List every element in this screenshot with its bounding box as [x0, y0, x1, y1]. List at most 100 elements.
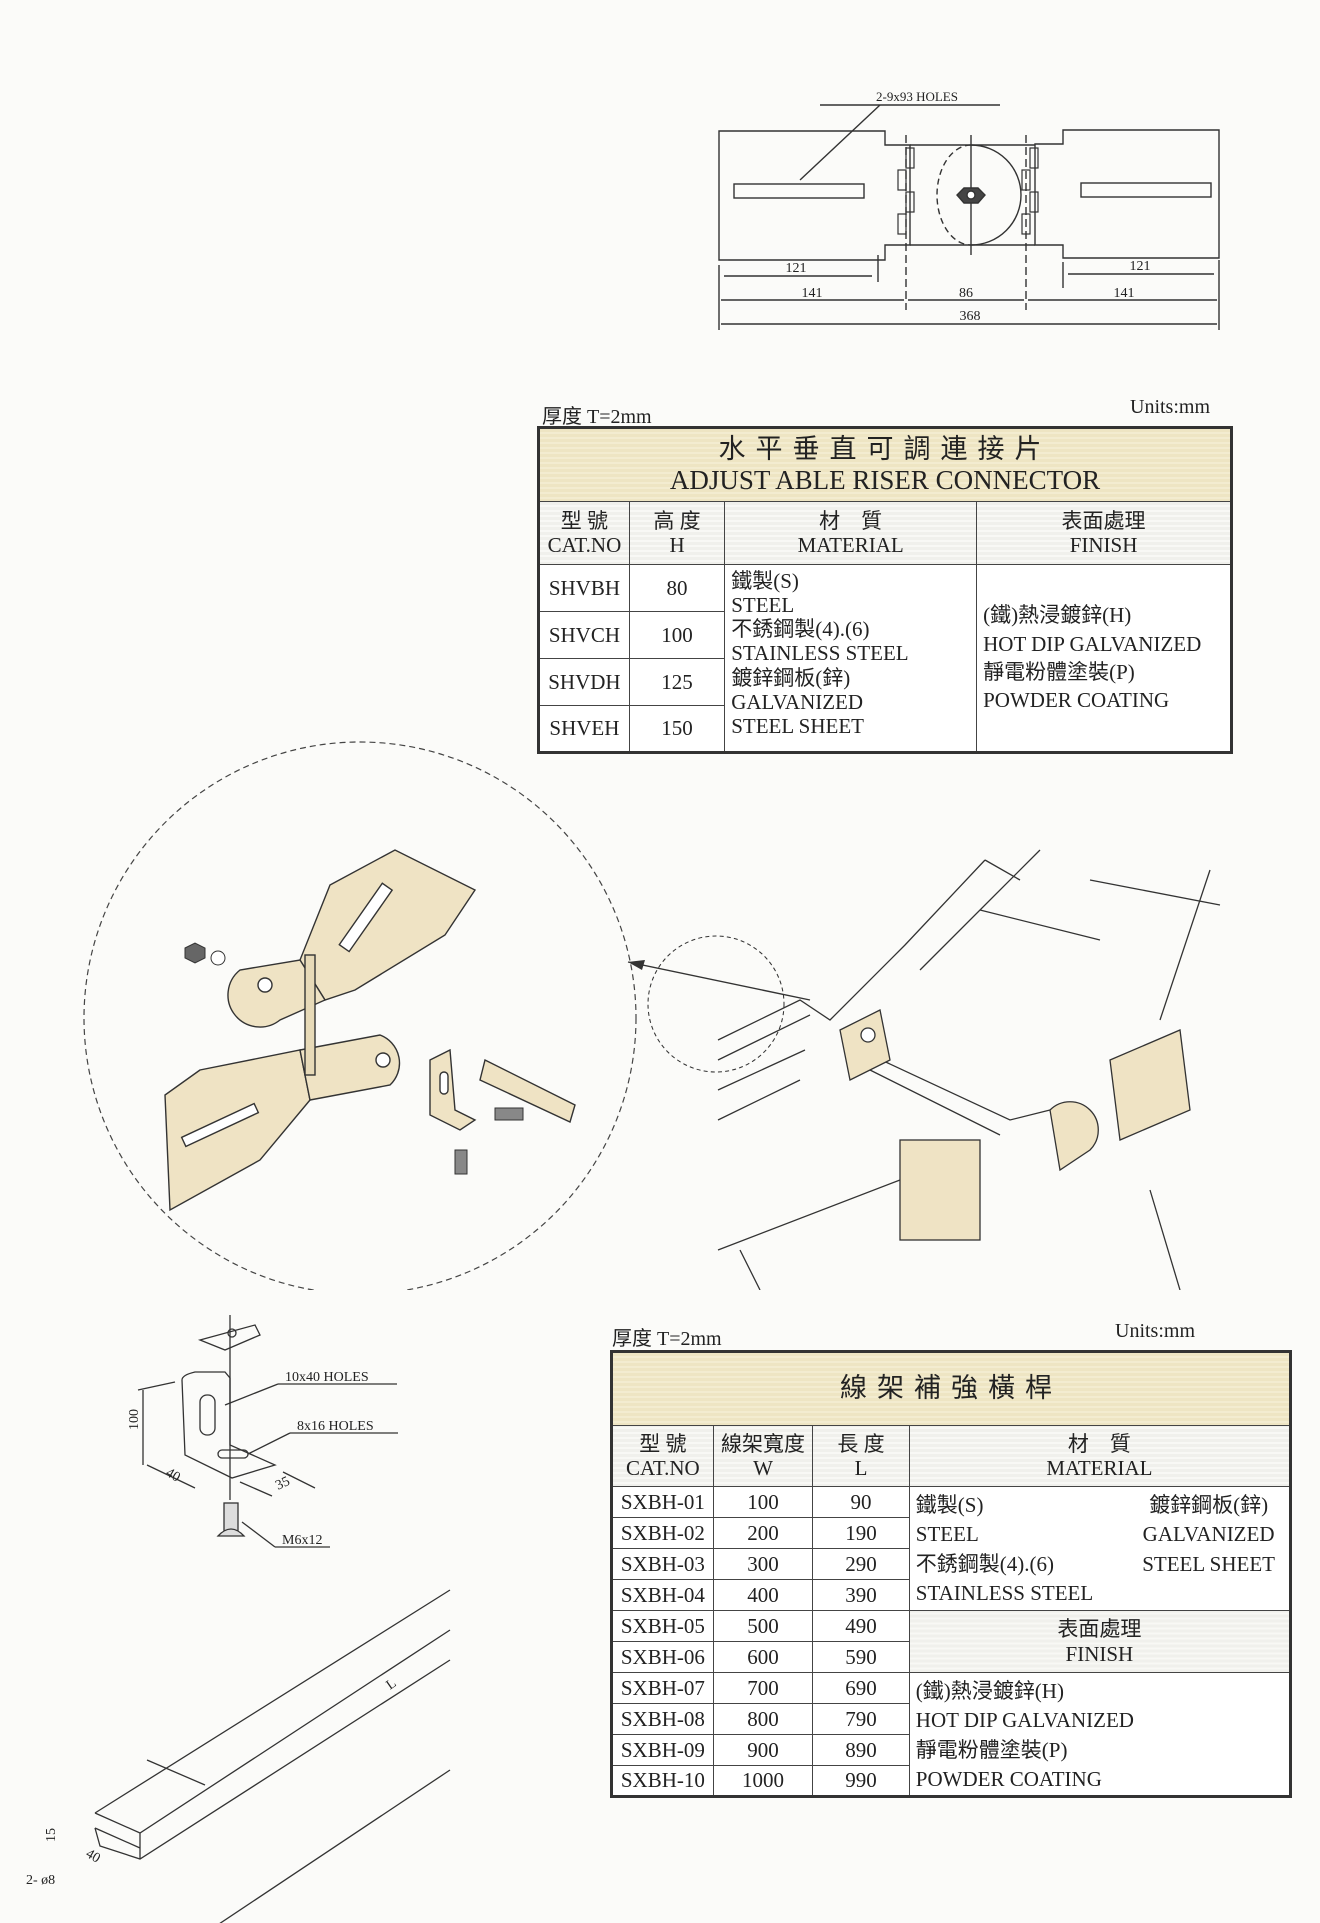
hole-label: 8x16 HOLES	[297, 1419, 374, 1434]
material-line: STEEL SHEET	[1142, 1551, 1275, 1576]
header-cn: 材 質	[819, 508, 883, 533]
table-title: 水平垂直可調連接片 ADJUST ABLE RISER CONNECTOR	[538, 427, 1232, 502]
dim-center: 86	[959, 286, 973, 301]
hinged-connector-part	[164, 849, 576, 1212]
material-line: 鐵製(S)	[731, 569, 799, 593]
header-en: MATERIAL	[1046, 1456, 1153, 1480]
length-value: 90	[812, 1486, 910, 1518]
cable-tray-assembly	[647, 849, 1221, 1290]
units-label-2: Units:mm	[1115, 1320, 1196, 1342]
length-value: 390	[812, 1579, 910, 1611]
width-value: 200	[712, 1517, 814, 1549]
dim-left-outer: 141	[802, 286, 823, 301]
header-cn: 表面處理	[1061, 508, 1146, 533]
length-value: 890	[812, 1734, 910, 1766]
material-cell: 鐵製(S) STEEL 不銹鋼製(4).(6) STAINLESS STEEL …	[724, 564, 978, 753]
height-value: 100	[628, 611, 726, 659]
dim-total: 368	[960, 309, 981, 324]
width-value: 100	[712, 1486, 814, 1518]
dim-width: 35	[273, 1474, 292, 1494]
length-value: 790	[812, 1703, 910, 1735]
cat-no: SXBH-05	[611, 1610, 714, 1642]
header-en: W	[753, 1456, 773, 1480]
width-value: 400	[712, 1579, 814, 1611]
table-row: SHVBH 80 鐵製(S) STEEL 不銹鋼製(4).(6) STAINLE…	[538, 564, 1232, 753]
length-value: 590	[812, 1641, 910, 1673]
finish-line: (鐵)熱浸鍍鋅(H)	[983, 603, 1132, 628]
finish-line: POWDER COATING	[915, 1767, 1102, 1792]
channel-dim-width: 40	[83, 1846, 103, 1866]
hole-label: 2-9x93 HOLES	[876, 89, 958, 104]
material-line: GALVANIZED	[731, 689, 864, 714]
width-value: 900	[712, 1734, 814, 1766]
cat-no: SXBH-01	[611, 1486, 714, 1518]
header-en: FINISH	[1069, 533, 1138, 557]
length-value: 290	[812, 1548, 910, 1580]
finish-line: 靜電粉體塗裝(P)	[983, 660, 1135, 684]
finish-line: POWDER COATING	[983, 688, 1170, 713]
header-cn: 材 質	[1067, 1431, 1131, 1456]
material-line: 鐵製(S)	[915, 1493, 984, 1517]
material-cell: 鍍鋅鋼板(鋅) GALVANIZED STEEL SHEET 鐵製(S) STE…	[908, 1486, 1292, 1611]
width-value: 500	[712, 1610, 814, 1642]
channel-dim-height: 15	[44, 1828, 59, 1842]
header-en: CAT.NO	[547, 533, 622, 557]
holes-label: 2- ø8	[26, 1873, 55, 1888]
cat-no: SXBH-08	[611, 1703, 714, 1735]
channel-dim-length: L	[384, 1676, 400, 1693]
header-en: H	[669, 533, 685, 557]
material-line: 不銹鋼製(4).(6)	[915, 1551, 1055, 1576]
dim-right-inner: 121	[1130, 259, 1151, 274]
finish-cell: (鐵)熱浸鍍鋅(H) HOT DIP GALVANIZED 靜電粉體塗裝(P) …	[908, 1672, 1292, 1797]
thickness-label: 厚度 T=2mm	[542, 406, 652, 428]
material-line: 鍍鋅鋼板(鋅)	[731, 665, 851, 690]
finish-cell: (鐵)熱浸鍍鋅(H) HOT DIP GALVANIZED 靜電粉體塗裝(P) …	[976, 564, 1232, 753]
material-line: GALVANIZED	[1142, 1522, 1275, 1547]
cat-no: SXBH-04	[611, 1579, 714, 1611]
cat-no: SHVBH	[538, 564, 630, 612]
width-value: 600	[712, 1641, 814, 1673]
cat-no: SXBH-02	[611, 1517, 714, 1549]
cat-no: SXBH-09	[611, 1734, 714, 1766]
length-value: 990	[812, 1765, 910, 1797]
cat-no: SHVCH	[538, 611, 630, 659]
dim-depth: 40	[163, 1465, 183, 1485]
header-cn: 型 號	[560, 508, 609, 533]
header-en: FINISH	[1065, 1641, 1134, 1666]
finish-line: (鐵)熱浸鍍鋅(H)	[915, 1679, 1064, 1703]
title-en: ADJUST ABLE RISER CONNECTOR	[669, 465, 1101, 495]
width-value: 700	[712, 1672, 814, 1704]
riser-connector-table: 水平垂直可調連接片 ADJUST ABLE RISER CONNECTOR 型 …	[537, 426, 1233, 754]
top-view-drawing: 2-9x93 HOLES 121 121 141 86 141 368	[718, 89, 1220, 330]
material-line: STEEL SHEET	[731, 713, 865, 738]
dim-height: 100	[127, 1409, 142, 1430]
length-value: 190	[812, 1517, 910, 1549]
units-label: Units:mm	[1130, 396, 1211, 418]
width-value: 1000	[712, 1765, 814, 1797]
bracket-drawing: 10x40 HOLES 8x16 HOLES M6x12 100 40 35 1…	[26, 1315, 451, 1923]
height-value: 125	[628, 658, 726, 706]
finish-line: 靜電粉體塗裝(P)	[915, 1737, 1068, 1762]
cat-no: SXBH-10	[611, 1765, 714, 1797]
thickness-label-2: 厚度 T=2mm	[612, 1328, 722, 1350]
width-value: 300	[712, 1548, 814, 1580]
